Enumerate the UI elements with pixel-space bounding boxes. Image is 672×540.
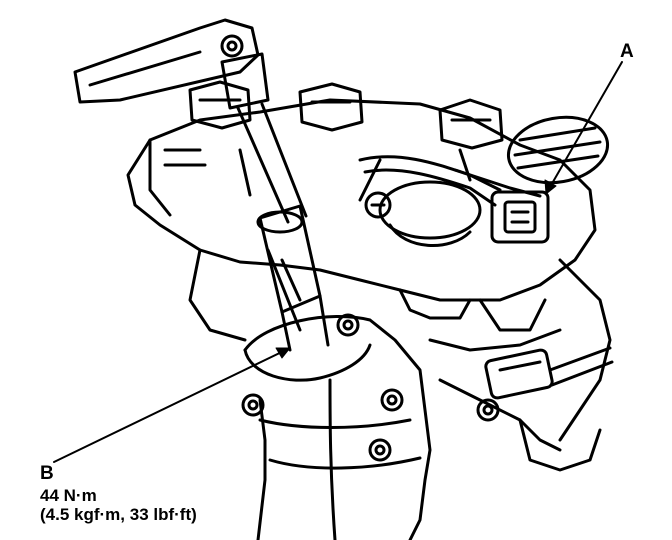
leader-line-a xyxy=(545,61,623,195)
exhaust-manifold xyxy=(241,313,432,540)
oil-filler-cap xyxy=(506,115,610,185)
engine-head xyxy=(126,98,612,472)
callout-label-b: B xyxy=(40,463,54,484)
ignition-coils xyxy=(188,80,504,150)
arrowhead-a xyxy=(544,179,557,195)
torque-alt-units: (4.5 kgf·m, 33 lbf·ft) xyxy=(40,505,197,524)
arrowhead-b xyxy=(275,347,291,359)
torque-nm: 44 N·m xyxy=(40,486,97,505)
torque-spec: 44 N·m (4.5 kgf·m, 33 lbf·ft) xyxy=(40,486,197,524)
connector-a xyxy=(358,155,550,244)
o2-sensor-connector xyxy=(476,346,614,422)
sensor-body xyxy=(364,180,482,248)
leader-line-b xyxy=(53,347,291,463)
callout-label-a: A xyxy=(620,41,634,62)
extension-bar xyxy=(220,52,330,352)
